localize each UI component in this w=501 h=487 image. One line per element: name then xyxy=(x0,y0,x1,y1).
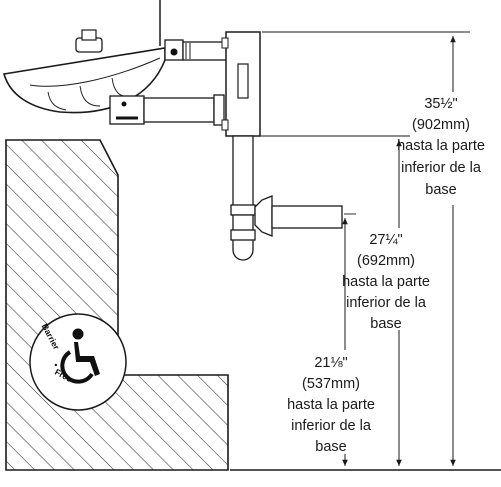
dim-21-height: 21⅛" xyxy=(314,355,347,371)
mounting-bracket xyxy=(221,31,261,137)
barrier-free-badge: Barrier • Free xyxy=(29,313,127,411)
dimension-27: 27¼" (692mm) hasta la parte inferior de … xyxy=(342,140,430,466)
dim-35-height: 35½" xyxy=(424,96,457,112)
dim-27-line2: inferior de la xyxy=(346,295,427,311)
wall-section xyxy=(5,139,229,471)
drain-outlet xyxy=(109,94,225,126)
dim-21-line3: base xyxy=(315,439,346,455)
p-trap xyxy=(230,135,343,261)
extension-lines xyxy=(255,31,470,215)
dim-27-height: 27¼" xyxy=(369,232,402,248)
dim-21-line1: hasta la parte xyxy=(287,397,375,413)
dim-35-metric: (902mm) xyxy=(412,117,470,133)
dim-27-line1: hasta la parte xyxy=(342,274,430,290)
dim-35-line3: base xyxy=(425,182,456,198)
badge-separator: • xyxy=(52,360,61,369)
dim-35-line1: hasta la parte xyxy=(397,138,485,154)
dim-21-line2: inferior de la xyxy=(291,418,372,434)
dim-27-metric: (692mm) xyxy=(357,253,415,269)
wheelchair-icon xyxy=(60,328,100,384)
dim-21-metric: (537mm) xyxy=(302,376,360,392)
dim-27-line3: base xyxy=(370,316,401,332)
dimension-35: 35½" (902mm) hasta la parte inferior de … xyxy=(397,36,485,466)
dim-35-line2: inferior de la xyxy=(401,160,482,176)
supply-pipe xyxy=(164,39,228,61)
dimension-21: 21⅛" (537mm) hasta la parte inferior de … xyxy=(287,218,375,466)
